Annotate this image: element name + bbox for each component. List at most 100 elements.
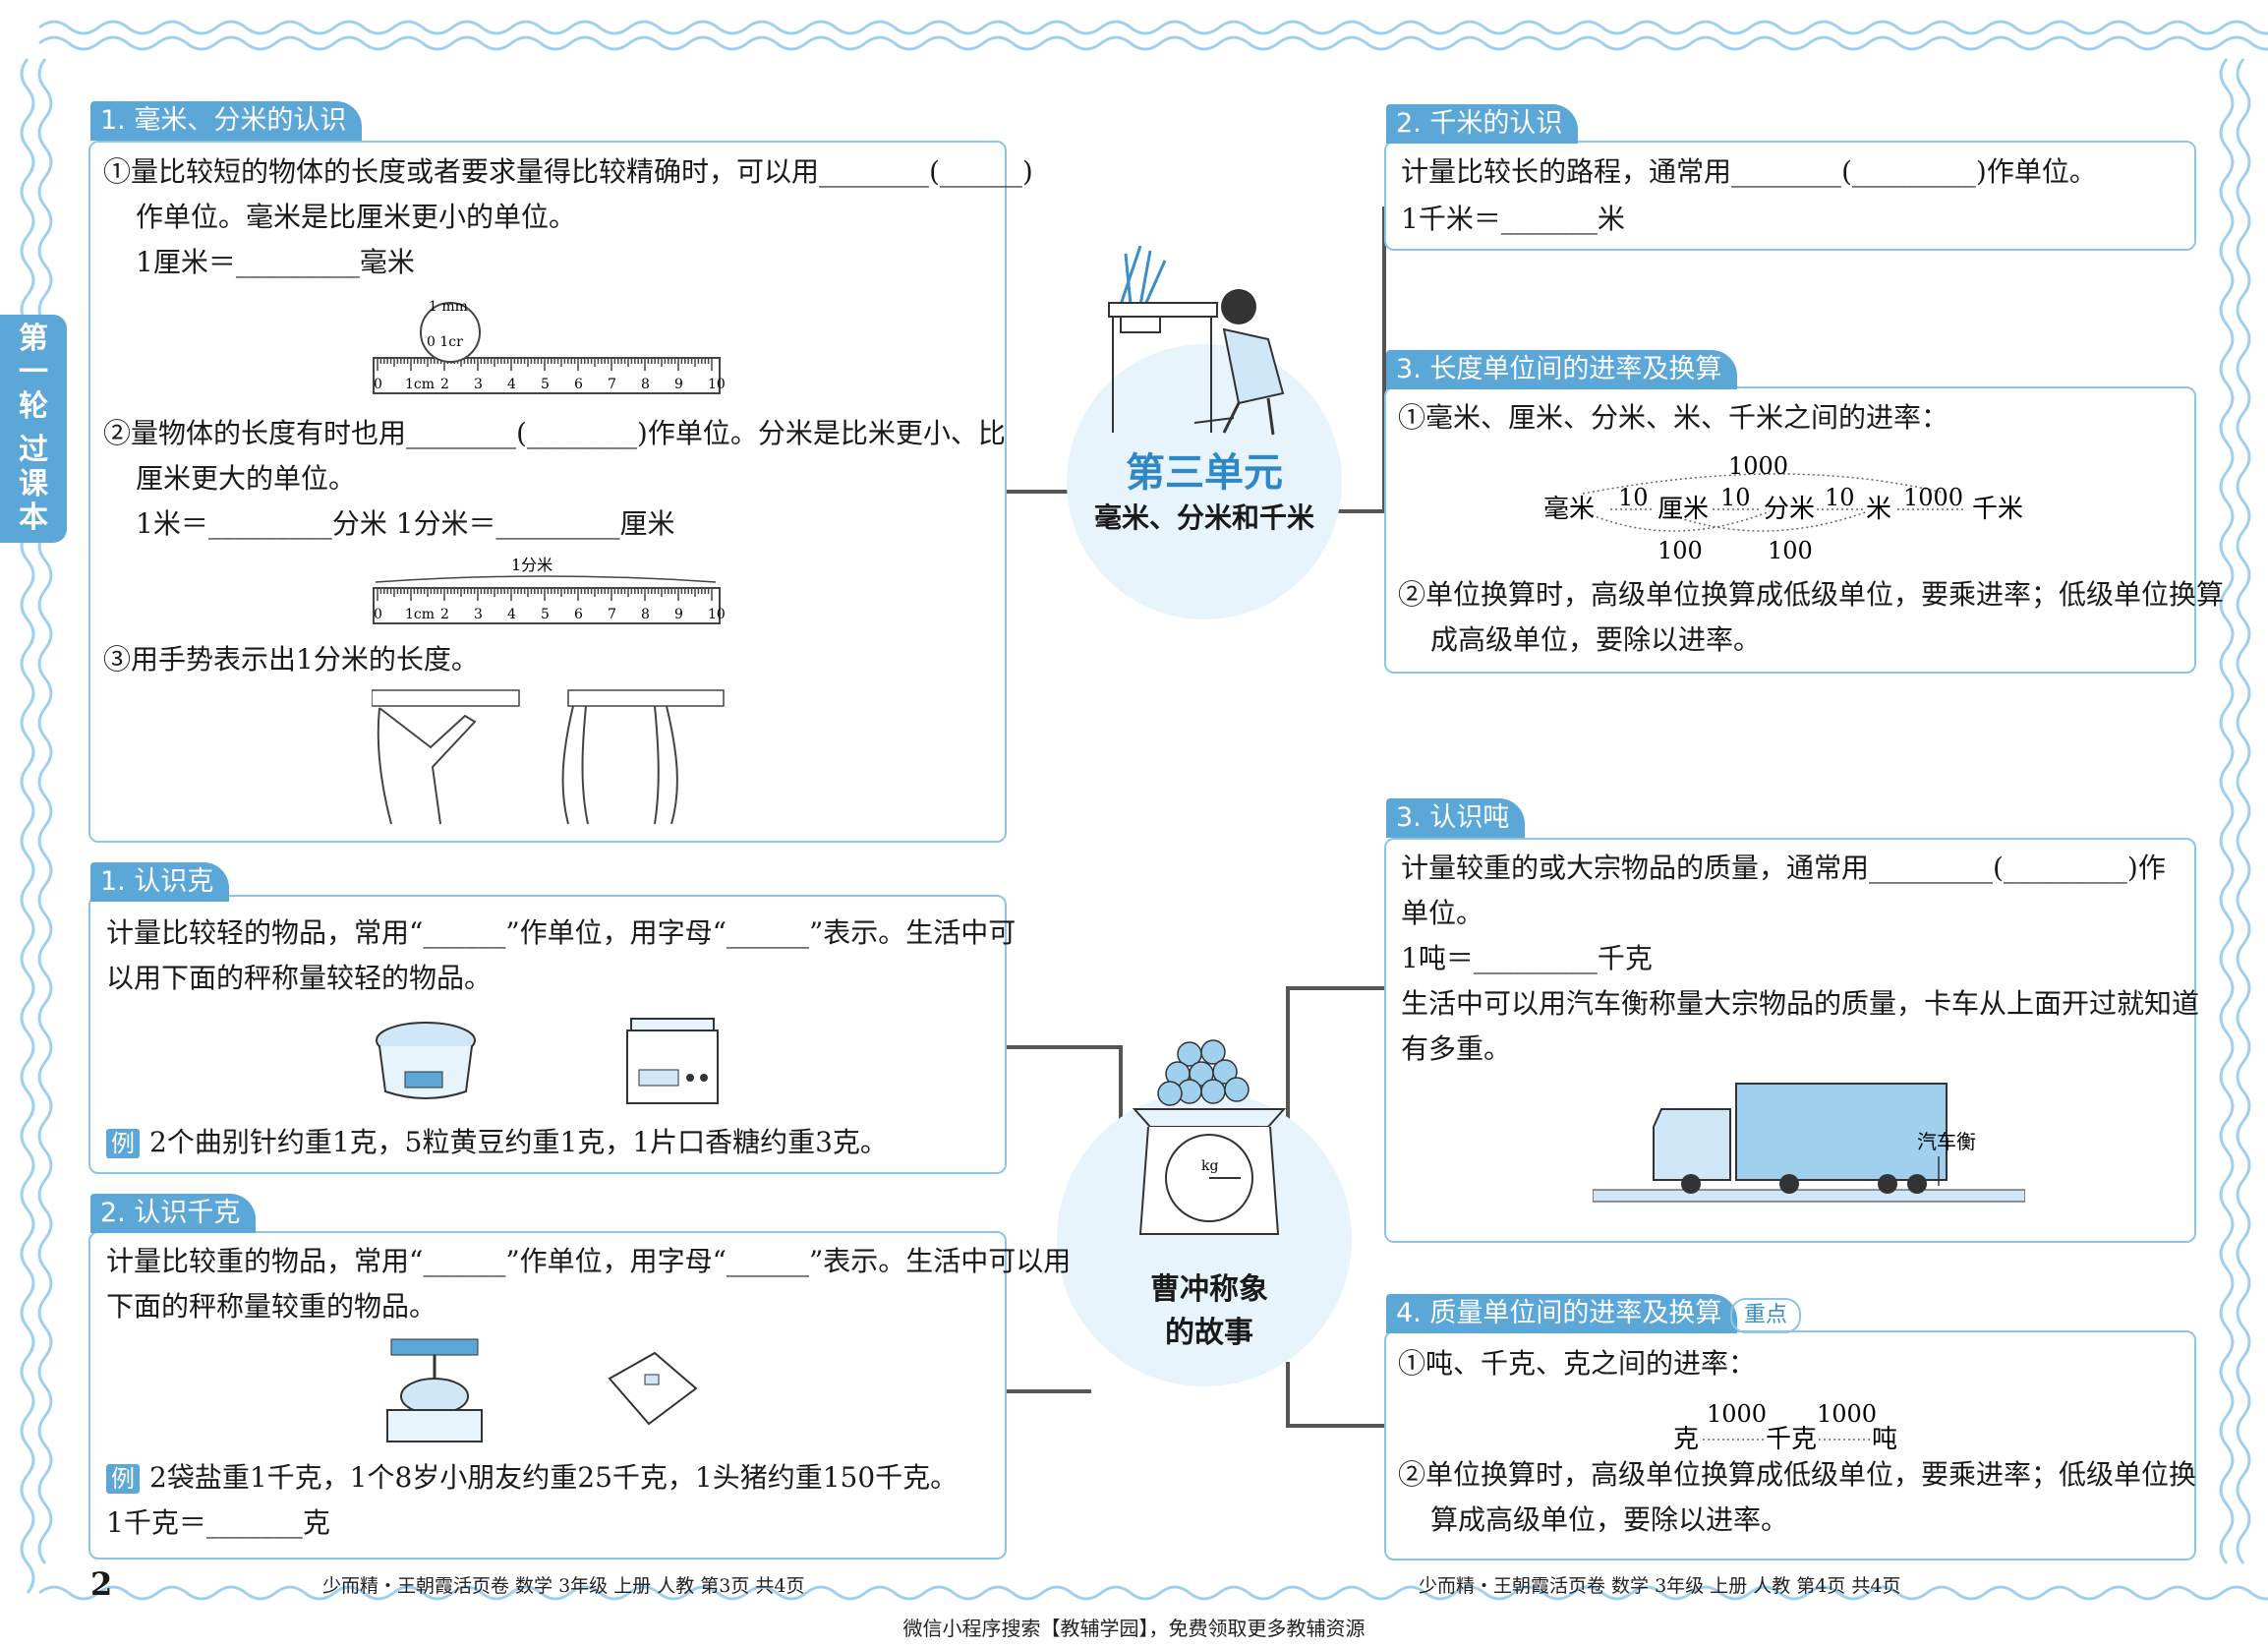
length-rate-diagram: 1000 毫米 10 厘米 10 分米 10 米 1000 千米 100 100 [1543,452,2023,564]
story-title: 曹冲称象 的故事 [1101,1268,1317,1355]
market-scale-illustration [386,1338,483,1442]
side-tab-char: 一 [19,355,48,389]
section-mass-conversion-box [1384,1330,2196,1560]
s3-line-3: 成高级单位，要除以进率。 [1430,623,1762,656]
ruler-tick-label: 10 [708,607,726,622]
unit-title: 第三单元 毫米、分米和千米 [1072,447,1337,538]
section-length-conversion-tag: 3. 长度单位间的进率及换算 [1386,350,1738,389]
truck-scale-label: 汽车衡 [1917,1130,1976,1153]
s7-line-3: 算成高级单位，要除以进率。 [1430,1503,1789,1536]
unit-halo [1067,344,1342,619]
ruler-tick-label: 4 [507,607,516,622]
mass-rate-diagram: 克 1000 千克 1000 吨 [1673,1400,1897,1454]
s2-line-1: 计量比较长的路程，通常用________(_________)作单位。 [1401,155,2097,188]
story-title-line-2: 的故事 [1165,1316,1253,1350]
bathroom-scale-illustration [608,1351,698,1426]
ruler-tick-label: 2 [440,377,449,392]
kitchen-scale-illustration [376,1022,476,1099]
s2-line-2: 1千米＝_______米 [1401,203,1625,235]
s1-line-5: 厘米更大的单位。 [136,462,357,495]
rate-mm-cm: 10 [1618,484,1649,511]
s5-line-2: 下面的秤称量较重的物品。 [106,1290,437,1323]
section-mass-conversion-tag: 4. 质量单位间的进率及换算 [1386,1294,1738,1333]
key-point-badge: 重点 [1730,1298,1802,1333]
ruler-zoom-label: 0 1cr [427,334,463,350]
section-kilogram-box [88,1231,1007,1560]
side-tab-char: 轮 [19,388,48,424]
side-tab-char: 过 [19,433,48,467]
s1-line-3: 1厘米＝_________毫米 [136,246,415,278]
ruler-tick-label: 2 [440,607,449,622]
footer-left: 少而精・王朝霞活页卷 数学 3年级 上册 人教 第3页 共4页 [322,1575,805,1597]
unit-cm: 厘米 [1657,495,1709,524]
ruler-tick-label: 8 [641,377,650,392]
side-tab-char: 第 [19,321,48,356]
s7-line-1: ①吨、千克、克之间的进率： [1398,1347,1757,1380]
s1-line-7: ③用手势表示出1分米的长度。 [103,643,479,676]
unit-title-sub: 毫米、分米和千米 [1093,501,1314,534]
rate-m-km: 1000 [1903,484,1963,511]
digital-scale-illustration [626,1018,719,1104]
story-title-line-1: 曹冲称象 [1150,1272,1268,1307]
section-kilogram-tag: 2. 认识千克 [90,1194,257,1233]
s4-example-text: 2个曲别针约重1克，5粒黄豆约重1克，1片口香糖约重3克。 [149,1126,888,1158]
ruler-tick-label: 5 [541,607,550,622]
side-tab-char: 课 [19,466,48,501]
rate-top: 1000 [1728,452,1788,480]
s6-line-3: 1吨＝_________千克 [1401,942,1653,974]
story-halo [1057,1091,1352,1386]
unit-dm: 分米 [1764,495,1815,524]
s1-line-2: 作单位。毫米是比厘米更小的单位。 [136,201,577,233]
unit-title-main: 第三单元 [1126,450,1283,496]
s4-line-1: 计量比较轻的物品，常用“______”作单位，用字母“______”表示。生活中… [106,916,1017,949]
unit-g: 克 [1673,1425,1699,1454]
truck-scale-illustration: 汽车衡 [1593,1083,2025,1203]
rate-bottom-1: 100 [1657,537,1703,564]
section-gram-box [88,895,1007,1174]
side-tab-round-one: 第 一 轮 过 课 本 [0,315,67,543]
s4-line-2: 以用下面的秤称量较轻的物品。 [106,962,493,994]
s1-line-4: ②量物体的长度有时也用________(________)作单位。分米是比米更小… [103,417,1006,449]
s4-example: 例 2个曲别针约重1克，5粒黄豆约重1克，1片口香糖约重3克。 [106,1120,888,1165]
section-length-conversion-box [1384,386,2196,674]
ruler-tick-label: 9 [674,377,683,392]
boy-measuring-illustration [1108,246,1285,436]
ruler-tick-label: 0 [374,377,382,392]
footer-right: 少而精・王朝霞活页卷 数学 3年级 上册 人教 第4页 共4页 [1419,1575,1901,1597]
s5-example: 例 2袋盐重1千克，1个8岁小朋友约重25千克，1头猪约重150千克。 [106,1455,958,1501]
s5-line-3: 1千克＝_______克 [106,1506,330,1539]
section-mm-dm-box [88,141,1007,843]
rate-cm-dm: 10 [1720,484,1751,511]
ruler-tick-label: 3 [474,377,483,392]
ruler-mm-label: 1 mm [429,299,468,315]
s5-line-1: 计量比较重的物品，常用“______”作单位，用字母“______”表示。生活中… [106,1245,1072,1277]
side-tab-char: 本 [19,500,48,535]
hand-gesture-illustration [372,689,725,825]
rate-dm-m: 10 [1825,484,1855,511]
s5-example-text: 2袋盐重1千克，1个8岁小朋友约重25千克，1头猪约重150千克。 [149,1461,959,1494]
s7-line-2: ②单位换算时，高级单位换算成低级单位，要乘进率；低级单位换 [1398,1458,2197,1491]
s6-line-5: 有多重。 [1401,1032,1512,1065]
unit-t: 吨 [1872,1425,1897,1454]
example-mark: 例 [106,1129,140,1158]
s1-line-6: 1米＝_________分米 1分米＝_________厘米 [136,507,675,540]
rate-g-kg: 1000 [1707,1400,1767,1428]
ruler-tick-label: 1cm [405,607,435,622]
s6-line-1: 计量较重的或大宗物品的质量，通常用_________(_________)作 [1401,852,2166,884]
section-km-box [1384,141,2196,251]
ruler-tick-label: 7 [608,607,616,622]
s3-line-1: ①毫米、厘米、分米、米、千米之间的进率： [1398,401,1949,434]
unit-mm: 毫米 [1543,495,1595,524]
example-mark: 例 [106,1464,140,1494]
ruler-tick-label: 8 [641,607,650,622]
scale-kg-label: kg [1201,1158,1218,1174]
section-gram-tag: 1. 认识克 [90,862,230,902]
unit-m: 米 [1866,495,1891,524]
page-number: 2 [90,1565,113,1603]
ruler-tick-label: 10 [708,377,726,392]
grape-scale-illustration: kg [1132,1039,1287,1235]
rate-bottom-2: 100 [1768,537,1813,564]
